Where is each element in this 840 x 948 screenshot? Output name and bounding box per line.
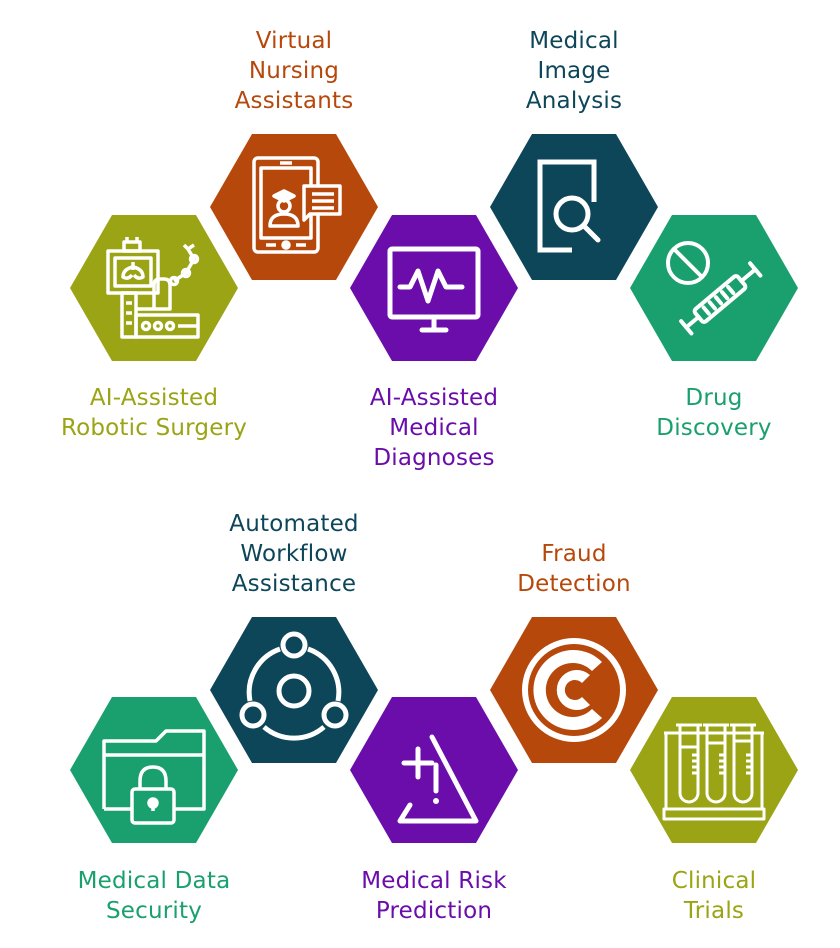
tablet-chat-icon bbox=[252, 156, 342, 254]
label-data-security: Medical Data Security bbox=[20, 866, 288, 926]
label-line: Robotic Surgery bbox=[60, 415, 248, 441]
label-virtual-nursing: Virtual Nursing Assistants bbox=[160, 26, 428, 116]
label-line: Drug bbox=[685, 385, 743, 411]
hex-workflow-assistance bbox=[210, 617, 378, 763]
hex-virtual-nursing bbox=[210, 134, 378, 280]
label-line: Prediction bbox=[375, 898, 493, 924]
label-line: Nursing bbox=[248, 58, 340, 84]
label-line: Medical Risk bbox=[361, 868, 507, 894]
hex-data-security bbox=[70, 697, 238, 843]
folder-lock-icon bbox=[102, 729, 206, 825]
label-drug-discovery: Drug Discovery bbox=[580, 383, 840, 443]
label-line: Image bbox=[537, 58, 611, 84]
label-workflow-assistance: Automated Workflow Assistance bbox=[160, 509, 428, 599]
robotic-surgery-icon bbox=[106, 237, 200, 339]
workflow-nodes-icon bbox=[239, 631, 349, 741]
label-image-analysis: Medical Image Analysis bbox=[440, 26, 708, 116]
label-line: AI-Assisted bbox=[369, 385, 499, 411]
hex-fraud-detection bbox=[490, 617, 658, 763]
label-line: Clinical bbox=[671, 868, 757, 894]
hex-drug-discovery bbox=[630, 215, 798, 361]
fraud-c-icon bbox=[522, 638, 626, 742]
label-line: Security bbox=[105, 898, 203, 924]
label-fraud-detection: Fraud Detection bbox=[440, 539, 708, 599]
label-line: Assistants bbox=[234, 88, 354, 114]
risk-warning-icon bbox=[397, 734, 479, 824]
label-line: Medical bbox=[529, 28, 619, 54]
label-line: Fraud bbox=[541, 541, 607, 567]
label-risk-prediction: Medical Risk Prediction bbox=[300, 866, 568, 926]
label-line: Virtual bbox=[255, 28, 333, 54]
label-line: Workflow bbox=[240, 541, 348, 567]
hex-medical-diagnoses bbox=[350, 215, 518, 361]
label-robotic-surgery: AI-Assisted Robotic Surgery bbox=[20, 383, 288, 443]
label-line: Medical Data bbox=[77, 868, 231, 894]
label-line: Detection bbox=[517, 571, 631, 597]
label-line: Discovery bbox=[656, 415, 772, 441]
hex-clinical-trials bbox=[630, 697, 798, 843]
label-line: Trials bbox=[683, 898, 745, 924]
label-line: Diagnoses bbox=[373, 445, 495, 471]
hex-image-analysis bbox=[490, 134, 658, 280]
label-line: Assistance bbox=[231, 571, 357, 597]
document-search-icon bbox=[537, 159, 601, 253]
label-line: AI-Assisted bbox=[89, 385, 219, 411]
label-line: Medical bbox=[389, 415, 479, 441]
label-line: Analysis bbox=[525, 88, 623, 114]
hex-risk-prediction bbox=[350, 697, 518, 843]
label-line: Automated bbox=[229, 511, 359, 537]
pill-syringe-icon bbox=[666, 241, 763, 336]
hex-robotic-surgery bbox=[70, 215, 238, 361]
test-tubes-icon bbox=[662, 723, 766, 821]
label-medical-diagnoses: AI-Assisted Medical Diagnoses bbox=[300, 383, 568, 473]
heart-monitor-icon bbox=[387, 246, 481, 333]
label-clinical-trials: Clinical Trials bbox=[580, 866, 840, 926]
